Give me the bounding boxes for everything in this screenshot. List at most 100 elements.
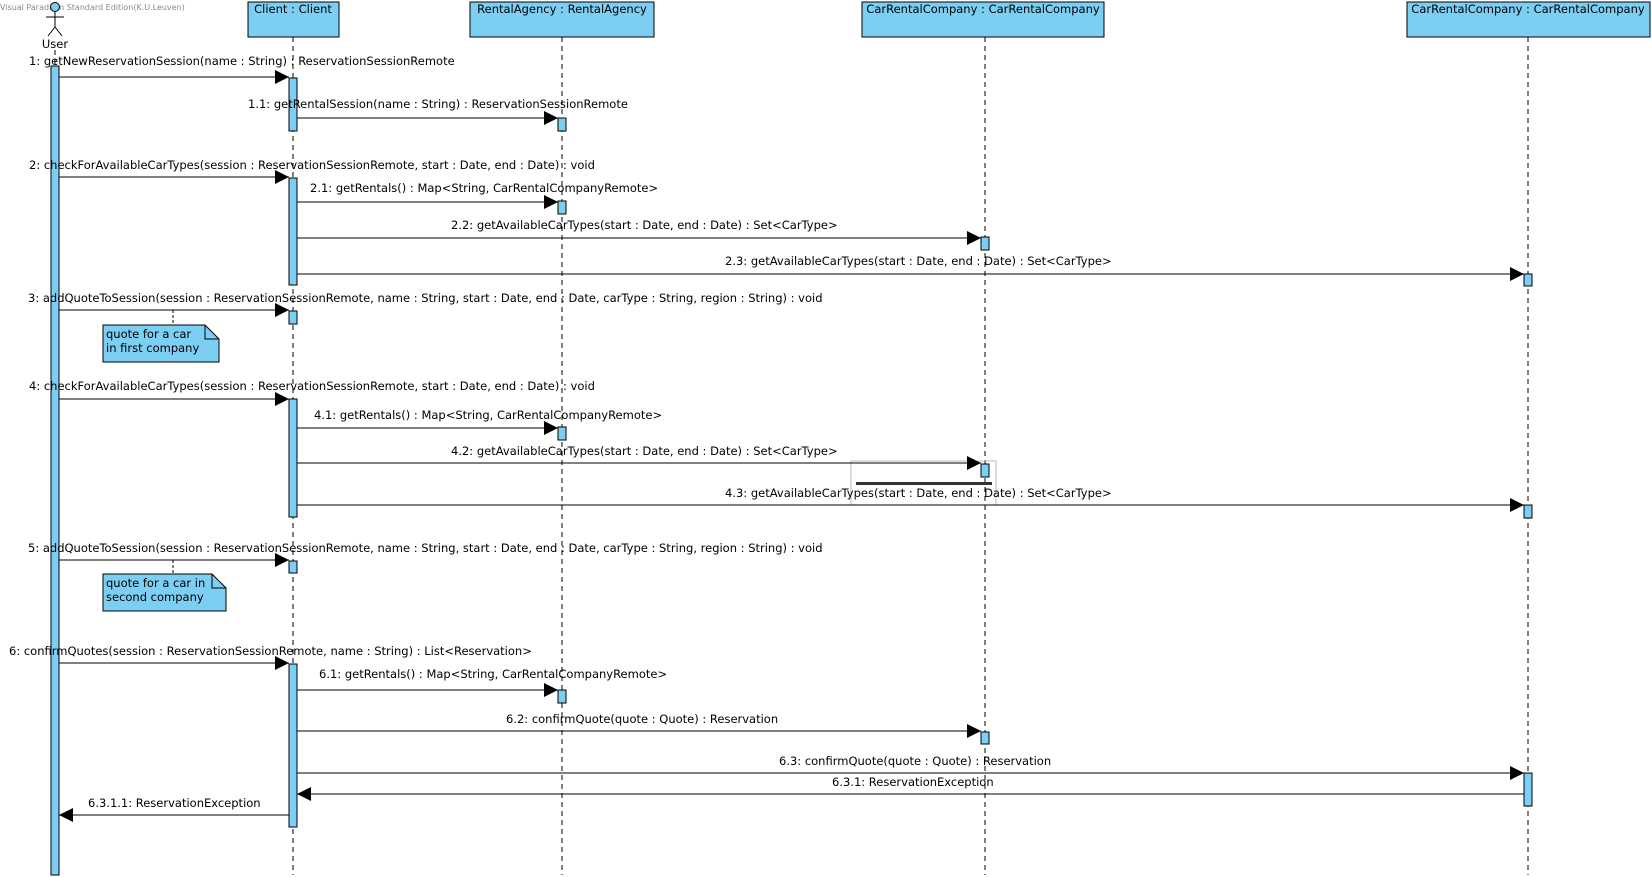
arrowhead [967, 456, 981, 470]
message: 1.1: getRentalSession(name : String) : R… [248, 97, 628, 125]
message-label: 6.3.1: ReservationException [832, 775, 994, 789]
actor-head [50, 2, 60, 12]
activation-agency [557, 426, 567, 441]
message-label: 6.3.1.1: ReservationException [88, 796, 261, 810]
message: 2.3: getAvailableCarTypes(start : Date, … [297, 254, 1524, 281]
arrowhead [275, 656, 289, 670]
message-label: 1.1: getRentalSession(name : String) : R… [248, 97, 628, 111]
lifeline-agency: RentalAgency : RentalAgency [469, 1, 655, 38]
note-shape [102, 324, 220, 363]
message-label: 6.3: confirmQuote(quote : Quote) : Reser… [779, 754, 1051, 768]
watermark: Visual Paradigm Standard Edition(K.U.Leu… [0, 3, 185, 12]
activation-crc2 [1523, 504, 1533, 519]
message-label: 2.2: getAvailableCarTypes(start : Date, … [451, 218, 838, 232]
note-line: in first company [106, 341, 199, 355]
message: 4: checkForAvailableCarTypes(session : R… [29, 379, 595, 406]
arrowhead [275, 303, 289, 317]
lifeline-label: CarRentalCompany : CarRentalCompany [866, 2, 1100, 16]
activation-agency [557, 689, 567, 704]
activation-client [288, 663, 298, 828]
activation-client [288, 77, 298, 132]
selection-handle [856, 482, 992, 485]
lifeline-head [247, 1, 340, 38]
actor-right-leg [54, 26, 63, 37]
message-label: 1: getNewReservationSession(name : Strin… [29, 54, 455, 68]
activation-client [288, 560, 298, 574]
message-label: 4: checkForAvailableCarTypes(session : R… [29, 379, 595, 393]
arrowhead [59, 808, 73, 822]
message: 1: getNewReservationSession(name : Strin… [29, 54, 455, 84]
message: 4.2: getAvailableCarTypes(start : Date, … [297, 444, 981, 470]
arrowhead [544, 111, 558, 125]
activation-crc2 [1523, 772, 1533, 807]
activation-client [288, 310, 298, 325]
message: 3: addQuoteToSession(session : Reservati… [28, 291, 823, 317]
message-label: 2.1: getRentals() : Map<String, CarRenta… [310, 181, 658, 195]
activation-client [288, 177, 298, 286]
note-second-company: quote for a car in second company [102, 560, 227, 612]
activation-crc2 [1523, 273, 1533, 287]
message-label: 2.3: getAvailableCarTypes(start : Date, … [725, 254, 1112, 268]
lifeline-head [469, 1, 655, 38]
actor-user: User [42, 2, 68, 51]
lifeline-crc1: CarRentalCompany : CarRentalCompany [861, 1, 1105, 38]
arrowhead [275, 70, 289, 84]
lifeline-head [861, 1, 1105, 38]
message: 4.1: getRentals() : Map<String, CarRenta… [297, 408, 662, 435]
arrowhead [1510, 267, 1524, 281]
note-shape [102, 573, 227, 612]
message: 4.3: getAvailableCarTypes(start : Date, … [297, 486, 1524, 512]
activation-crc1 [980, 731, 990, 745]
arrowhead [275, 170, 289, 184]
message: 6.1: getRentals() : Map<String, CarRenta… [297, 667, 667, 697]
message: 6.3: confirmQuote(quote : Quote) : Reser… [297, 754, 1524, 780]
activation-client [288, 398, 298, 518]
message: 6: confirmQuotes(session : ReservationSe… [9, 644, 532, 670]
arrowhead [1510, 766, 1524, 780]
arrowhead [544, 421, 558, 435]
message-label: 6.2: confirmQuote(quote : Quote) : Reser… [506, 712, 778, 726]
message-label: 6: confirmQuotes(session : ReservationSe… [9, 644, 532, 658]
message-label: 3: addQuoteToSession(session : Reservati… [28, 291, 823, 305]
message: 6.3.1.1: ReservationException [59, 796, 289, 822]
message: 6.3.1: ReservationException [297, 775, 1524, 801]
note-first-company: quote for a car in first company [102, 310, 220, 363]
lifeline-label: CarRentalCompany : CarRentalCompany [1411, 2, 1645, 16]
arrowhead [275, 553, 289, 567]
note-line: quote for a car in [106, 576, 205, 590]
actor-label: User [42, 37, 68, 51]
message: 2.1: getRentals() : Map<String, CarRenta… [297, 181, 658, 209]
arrowhead [1510, 498, 1524, 512]
message: 2.2: getAvailableCarTypes(start : Date, … [297, 218, 981, 245]
note-line: second company [106, 590, 204, 604]
message-label: 5: addQuoteToSession(session : Reservati… [28, 541, 823, 555]
arrowhead [297, 787, 311, 801]
message-label: 2: checkForAvailableCarTypes(session : R… [29, 158, 595, 172]
arrowhead [967, 231, 981, 245]
lifeline-head [1406, 1, 1651, 38]
message: 5: addQuoteToSession(session : Reservati… [28, 541, 823, 567]
arrowhead [544, 195, 558, 209]
arrowhead [967, 724, 981, 738]
note-line: quote for a car [106, 327, 191, 341]
note-corner [211, 574, 226, 589]
message-label: 4.3: getAvailableCarTypes(start : Date, … [725, 486, 1112, 500]
message-label: 6.1: getRentals() : Map<String, CarRenta… [319, 667, 667, 681]
actor-left-leg [47, 26, 56, 37]
activation-agency [557, 117, 567, 132]
lifeline-crc2: CarRentalCompany : CarRentalCompany [1406, 1, 1651, 38]
message: 2: checkForAvailableCarTypes(session : R… [29, 158, 595, 184]
activation-user [50, 65, 60, 876]
activation-agency [557, 200, 567, 215]
arrowhead [275, 392, 289, 406]
activation-crc1 [980, 236, 990, 251]
activation-crc1 [980, 463, 990, 478]
message-label: 4.2: getAvailableCarTypes(start : Date, … [451, 444, 838, 458]
arrowhead [544, 683, 558, 697]
lifeline-client: Client : Client [247, 1, 340, 38]
message-label: 4.1: getRentals() : Map<String, CarRenta… [314, 408, 662, 422]
lifeline-label: RentalAgency : RentalAgency [477, 2, 647, 16]
message: 6.2: confirmQuote(quote : Quote) : Reser… [297, 712, 981, 738]
lifeline-label: Client : Client [254, 2, 332, 16]
